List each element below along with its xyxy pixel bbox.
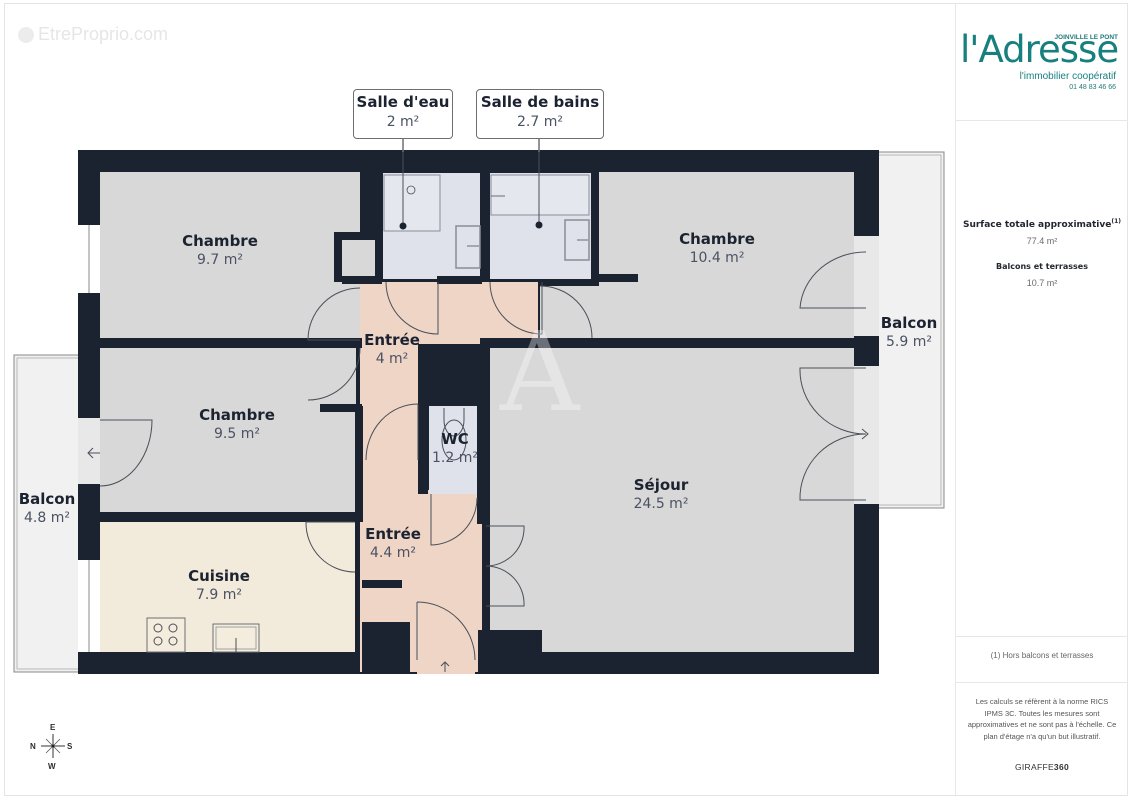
room-name: Salle d'eau [356, 93, 450, 111]
closet-chambre-1 [343, 240, 375, 276]
room-sejour [490, 348, 854, 652]
label-balcon-right: Balcon 5.9 m² [881, 314, 938, 352]
room-area: 9.5 m² [214, 426, 260, 442]
room-area: 2.7 m² [517, 114, 563, 130]
agency-city: JOINVILLE LE PONT [1054, 34, 1118, 41]
svg-text:A: A [499, 308, 581, 436]
room-area: 7.9 m² [196, 587, 242, 603]
etreproprio-logo-icon [18, 26, 34, 43]
room-chambre-3 [100, 348, 356, 512]
room-name: Chambre [182, 232, 258, 250]
summary-panel [956, 120, 1128, 637]
footnote-text: (1) Hors balcons et terrasses [990, 651, 1094, 660]
room-area: 2 m² [386, 114, 420, 130]
compass-west: W [48, 762, 56, 771]
room-name: Balcon [18, 490, 76, 508]
footnote-marker: (1) [1111, 218, 1122, 225]
giraffe360-logo: GIRAFFE360 [956, 762, 1128, 772]
room-area: 9.7 m² [197, 252, 243, 268]
room-area: 4 m² [375, 351, 409, 367]
room-area: 5.9 m² [886, 334, 932, 350]
agency-logo: JOINVILLE LE PONT l'Adresse l'immobilier… [956, 4, 1128, 121]
label-entree-2: Entrée 4.4 m² [365, 525, 421, 563]
room-area: 4.4 m² [370, 545, 416, 561]
label-cuisine: Cuisine 7.9 m² [188, 567, 250, 605]
room-area: 10.4 m² [689, 250, 745, 266]
room-wc [429, 406, 477, 494]
label-sejour: Séjour 24.5 m² [634, 476, 689, 514]
room-name: Chambre [679, 230, 755, 248]
agency-name: l'Adresse [960, 28, 1119, 71]
room-name: Salle de bains [480, 93, 600, 111]
label-balcon-left: Balcon 4.8 m² [19, 490, 76, 528]
room-area: 4.8 m² [24, 510, 70, 526]
disclaimer-text: Les calculs se réfèrent à la norme RICS … [967, 697, 1117, 741]
room-name: Balcon [880, 314, 938, 332]
room-name: Séjour [633, 476, 689, 494]
room-name: Entrée [365, 525, 421, 543]
room-name: Cuisine [188, 567, 250, 585]
floor-plan: A [13, 136, 945, 674]
room-area: 24.5 m² [633, 496, 689, 512]
footnote-section: (1) Hors balcons et terrasses [956, 636, 1128, 683]
page-frame [4, 3, 1128, 796]
label-chambre-1: Chambre 9.7 m² [182, 232, 258, 270]
label-chambre-2: Chambre 10.4 m² [679, 230, 755, 268]
compass-rose-icon [41, 734, 65, 758]
room-area: 1.2 m² [432, 450, 478, 466]
compass-north: N [30, 742, 36, 751]
room-chambre-2 [598, 172, 854, 338]
watermark: EtreProprio.com [18, 24, 168, 45]
total-surface-value: 77.4 m² [1026, 236, 1058, 246]
brand-part-a: GIRAFFE [1014, 762, 1054, 772]
label-entree-1: Entrée 4 m² [364, 331, 420, 369]
callout-salle-deau: Salle d'eau 2 m² [353, 89, 453, 139]
info-sidebar: JOINVILLE LE PONT l'Adresse l'immobilier… [955, 4, 1128, 796]
brand-part-b: 360 [1053, 762, 1070, 772]
callout-salle-de-bains: Salle de bains 2.7 m² [476, 89, 604, 139]
agency-phone: 01 48 83 46 66 [1069, 84, 1116, 91]
compass-icon: E N S W [30, 723, 78, 775]
room-name: Chambre [199, 406, 275, 424]
compass-south: S [67, 742, 73, 751]
label-wc: WC 1.2 m² [432, 430, 478, 468]
label-chambre-3: Chambre 9.5 m² [199, 406, 275, 444]
balconies-value: 10.7 m² [1026, 278, 1058, 288]
room-name: WC [441, 430, 469, 448]
total-surface-text: Surface totale approximative [962, 220, 1112, 230]
total-surface-label: Surface totale approximative(1) [956, 218, 1128, 230]
agency-tagline: l'immobilier coopératif [1019, 71, 1116, 82]
balconies-label: Balcons et terrasses [995, 262, 1088, 271]
watermark-text: EtreProprio.com [38, 24, 169, 44]
room-name: Entrée [364, 331, 420, 349]
compass-east: E [50, 723, 56, 732]
